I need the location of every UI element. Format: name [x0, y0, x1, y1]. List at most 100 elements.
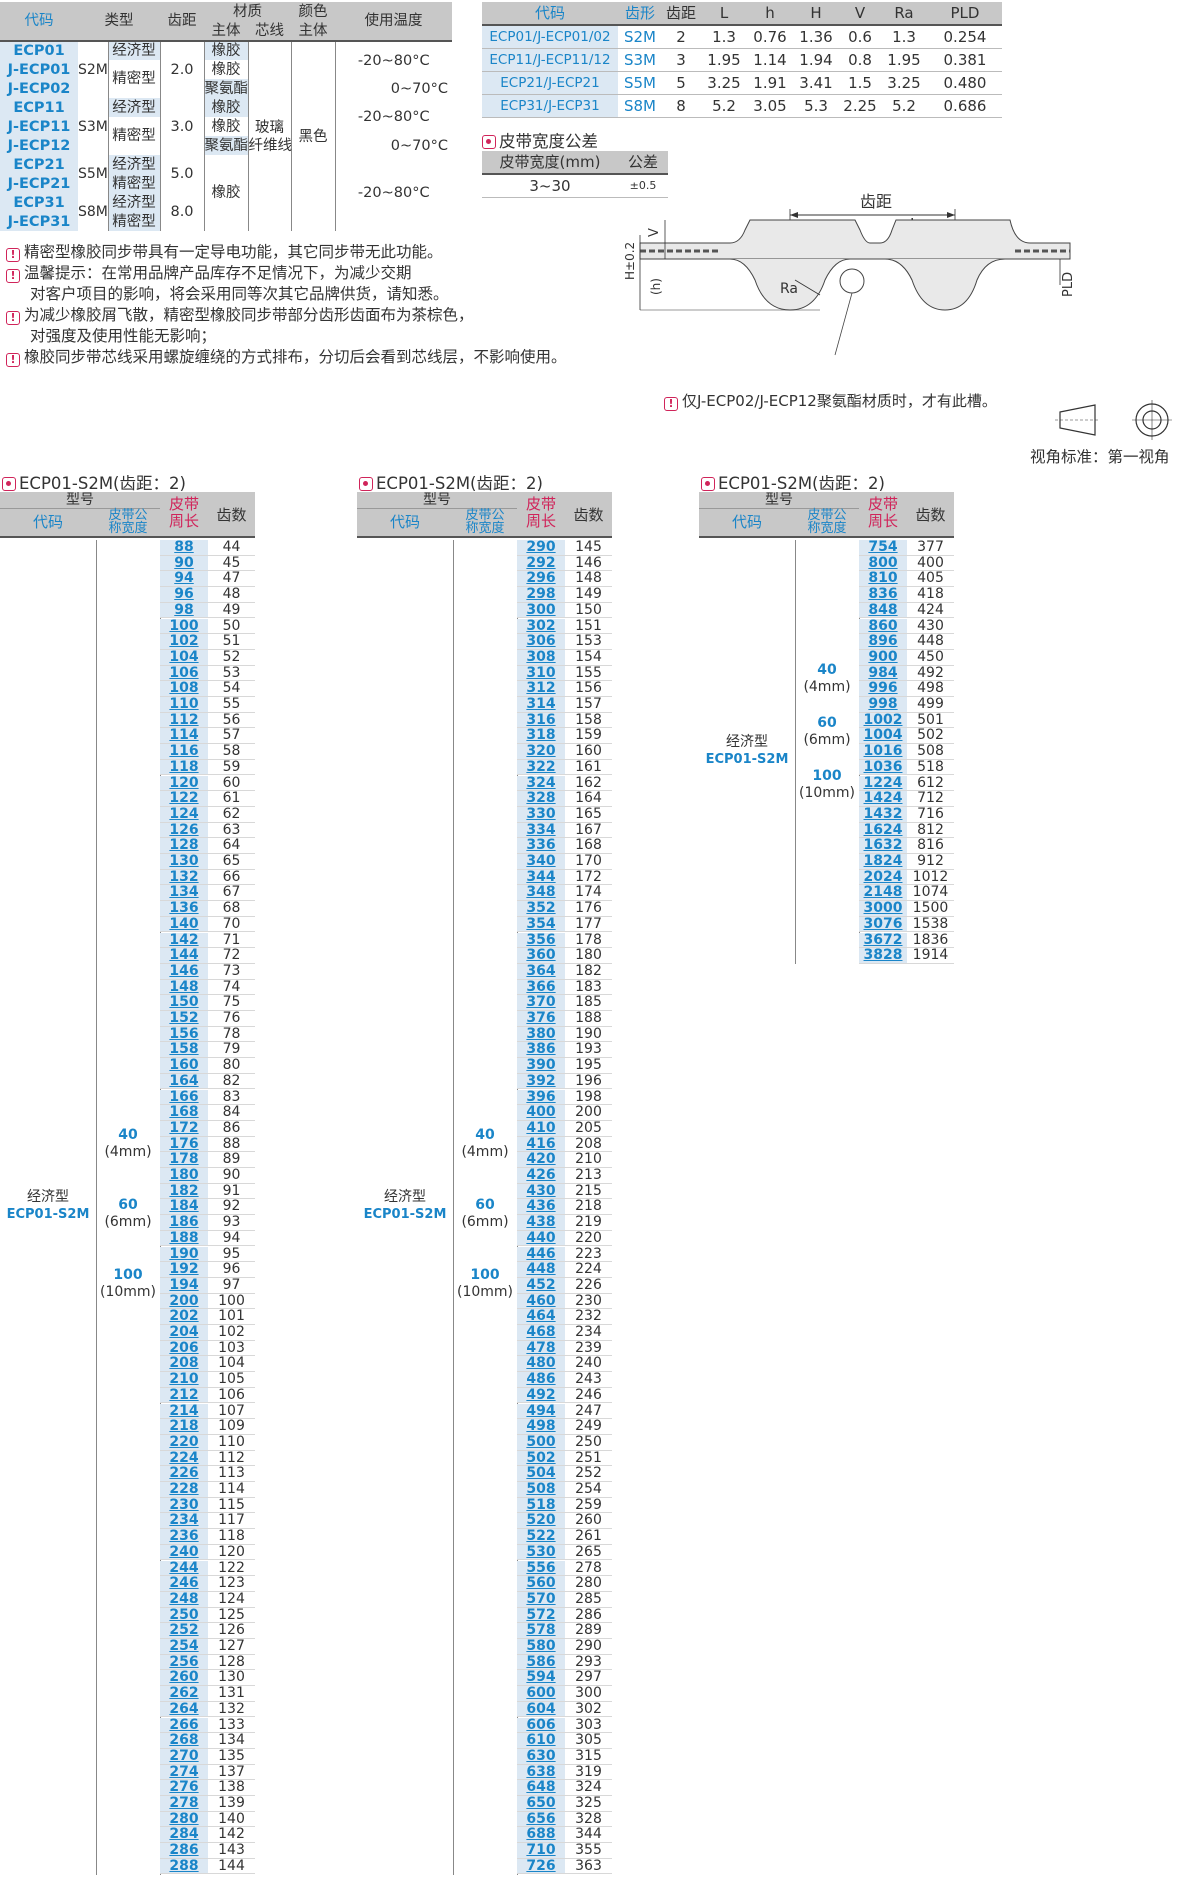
belt-length: 324 [517, 775, 565, 791]
tooth-count: 91 [222, 1182, 241, 1199]
belt-length: 356 [517, 932, 565, 948]
tooth-count: 252 [575, 1465, 602, 1482]
column-divider [795, 540, 796, 964]
belt-length: 502 [517, 1450, 565, 1466]
belt-length: 810 [859, 571, 907, 587]
section-icon [482, 135, 496, 149]
tooth-count: 325 [575, 1795, 602, 1811]
tooth-count: 78 [222, 1025, 241, 1042]
spec-pitch: 8.0 [160, 193, 205, 231]
width-option: 100(10mm) [798, 767, 855, 801]
dim-cell: 3.25 [707, 74, 741, 92]
belt-length: 284 [160, 1827, 208, 1843]
width-option: 40(4mm) [803, 661, 851, 695]
belt-length: 150 [160, 995, 208, 1010]
belt-length: 328 [517, 791, 565, 806]
belt-length: 3828 [859, 948, 907, 963]
tooth-count: 120 [218, 1543, 245, 1560]
tooth-count: 92 [222, 1198, 241, 1215]
dim-cell: 5.2 [892, 97, 916, 115]
note-line: 对客户项目的影响，将会采用同等次其它品牌供货，请知悉。 [30, 285, 449, 303]
belt-length: 998 [859, 696, 907, 712]
belt-length: 256 [160, 1654, 208, 1670]
belt-length: 296 [517, 571, 565, 587]
belt-length: 146 [160, 963, 208, 979]
notice-icon: ! [664, 397, 678, 411]
belt-length: 122 [160, 791, 208, 806]
tooth-count: 50 [222, 617, 241, 634]
tooth-count: 418 [917, 586, 944, 603]
belt-length: 348 [517, 885, 565, 901]
belt-length: 130 [160, 853, 208, 869]
belt-length: 202 [160, 1309, 208, 1324]
tooth-count: 134 [218, 1732, 245, 1749]
view-standard-icon [1055, 400, 1172, 440]
dim-cell: 0.254 [943, 28, 987, 46]
belt-length: 420 [517, 1152, 565, 1167]
belt-length: 836 [859, 586, 907, 602]
tooth-count: 177 [575, 915, 602, 932]
dim-cell: 0.381 [943, 51, 987, 69]
tooth-count: 249 [575, 1418, 602, 1435]
tooth-count: 220 [575, 1229, 602, 1246]
tooth-count: 223 [575, 1245, 602, 1262]
tooth-count: 58 [222, 743, 241, 760]
tooth-count: 67 [222, 884, 241, 901]
code-header: 代码 [389, 513, 420, 531]
belt-length: 124 [160, 806, 208, 822]
tooth-count: 150 [575, 601, 602, 618]
tooth-count: 124 [218, 1590, 245, 1607]
tooth-count: 303 [575, 1716, 602, 1733]
belt-length: 180 [160, 1167, 208, 1183]
tooth-count: 501 [917, 711, 944, 728]
tooth-count: 53 [222, 664, 241, 681]
view-standard-label: 视角标准：第一视角 [1030, 448, 1170, 466]
tooth-count: 196 [575, 1072, 602, 1089]
spec-pitch: 2.0 [160, 41, 205, 98]
belt-length: 848 [859, 602, 907, 618]
tooth-count: 103 [218, 1339, 245, 1356]
belt-length: 586 [517, 1654, 565, 1670]
belt-length: 570 [517, 1591, 565, 1607]
spec-header-material-core: 芯线 [248, 22, 291, 42]
belt-length: 228 [160, 1481, 208, 1497]
belt-length: 278 [160, 1795, 208, 1811]
tooth-count: 1074 [912, 884, 949, 901]
belt-length: 250 [160, 1607, 208, 1623]
dim-cell: 1.3 [712, 28, 736, 46]
belt-length: 606 [517, 1717, 565, 1733]
belt-length: 206 [160, 1340, 208, 1356]
belt-length: 352 [517, 900, 565, 916]
belt-length: 1004 [859, 728, 907, 744]
width-option: 100(10mm) [99, 1267, 156, 1301]
belt-length: 144 [160, 948, 208, 963]
tooth-count: 161 [575, 758, 602, 775]
tooth-count: 144 [218, 1857, 245, 1874]
